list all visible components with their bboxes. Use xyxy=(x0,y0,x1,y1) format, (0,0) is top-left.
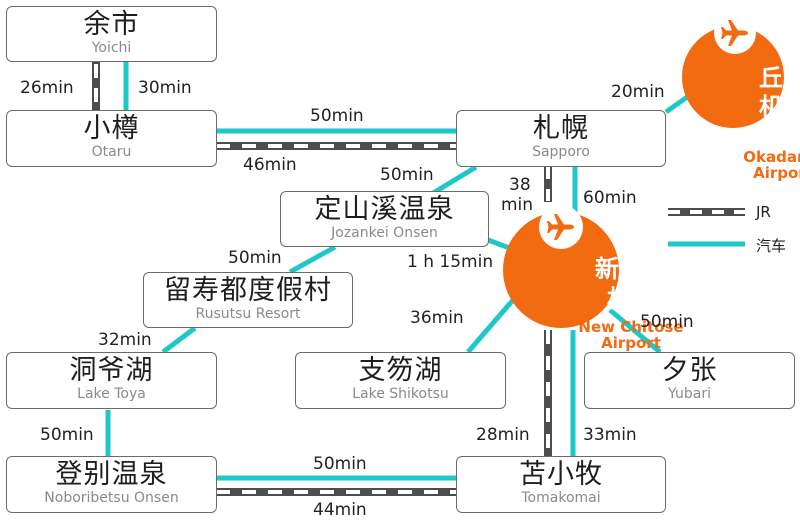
station-yubari: 夕张 Yubari xyxy=(584,352,795,409)
time-label-jozankei-rusutsu-bus: 50min xyxy=(228,248,282,268)
time-label-yoichi-otaru-bus: 30min xyxy=(138,78,192,98)
station-rusutsu: 留寿都度假村 Rusutsu Resort xyxy=(143,272,353,328)
station-name-zh: 登别温泉 xyxy=(55,459,168,490)
station-otaru: 小樽 Otaru xyxy=(6,110,217,167)
airport-newchitose: 新千岁 机场 New Chitose Airport xyxy=(491,0,683,360)
bus-route-chitose-shikotsu xyxy=(466,298,515,354)
airplane-icon xyxy=(539,205,583,249)
time-label-sapporo-jozankei-bus: 50min xyxy=(380,165,434,185)
airport-name-en-line2: Airport xyxy=(601,334,661,352)
time-label-sapporo-chitose-jr-a: 38 xyxy=(509,175,531,195)
bus-route-jozankei-rusutsu xyxy=(288,244,337,275)
newchitose-airport-marker xyxy=(503,212,619,328)
station-name-en: Jozankei Onsen xyxy=(331,225,438,241)
station-name-zh: 夕张 xyxy=(661,355,718,386)
airport-name-zh-line2: 机场 xyxy=(759,93,800,121)
airport-name-zh-line1: 新千岁 xyxy=(595,255,667,283)
station-name-zh: 苫小牧 xyxy=(519,459,603,490)
bus-route-chitose-yubari xyxy=(608,308,662,354)
station-name-en: Yubari xyxy=(668,386,711,402)
time-label-rusutsu-toya-bus: 32min xyxy=(98,330,152,350)
time-label-chitose-tomakomai-jr: 28min xyxy=(476,425,530,445)
bus-routes xyxy=(105,62,745,481)
bus-route-sapporo-okadama xyxy=(664,92,692,115)
time-label-sapporo-chitose-bus: 60min xyxy=(583,188,637,208)
legend-bus-label: 汽车 xyxy=(756,237,787,255)
airport-name-en-line1: Okadama xyxy=(743,148,800,166)
station-sapporo: 札幌 Sapporo xyxy=(456,110,666,167)
time-label-noboribetsu-tomakomai-bus: 50min xyxy=(313,454,367,474)
bus-route-rusutsu-toya xyxy=(161,326,197,354)
bus-route-sapporo-jozankei xyxy=(428,164,478,198)
station-name-zh: 支笏湖 xyxy=(358,355,443,386)
station-noboribetsu: 登别温泉 Noboribetsu Onsen xyxy=(6,456,217,513)
station-name-zh: 余市 xyxy=(83,9,140,40)
time-label-otaru-sapporo-bus: 50min xyxy=(310,106,364,126)
station-name-en: Yoichi xyxy=(91,40,132,56)
okadama-airport-marker xyxy=(682,26,784,128)
station-name-zh: 小樽 xyxy=(83,113,140,144)
station-name-en: Lake Shikotsu xyxy=(352,386,449,402)
station-name-en: Sapporo xyxy=(532,144,590,160)
station-name-en: Otaru xyxy=(91,144,132,160)
airport-name-zh-line1: 丘珠 xyxy=(759,64,800,92)
station-name-en: Noboribetsu Onsen xyxy=(44,490,179,506)
station-name-zh: 洞爷湖 xyxy=(69,355,154,386)
station-name-zh: 留寿都度假村 xyxy=(164,275,332,306)
station-toya: 洞爷湖 Lake Toya xyxy=(6,352,217,409)
legend-jr-label: JR xyxy=(756,203,771,221)
airplane-icon xyxy=(714,12,756,54)
time-label-otaru-sapporo-jr: 46min xyxy=(243,155,297,175)
jr-routes xyxy=(92,62,745,496)
time-label-chitose-yubari-bus: 50min xyxy=(640,312,694,332)
station-yoichi: 余市 Yoichi xyxy=(6,6,217,62)
time-label-yoichi-otaru-jr: 26min xyxy=(20,78,74,98)
time-label-sapporo-chitose-jr-b: min xyxy=(501,195,534,215)
station-name-en: Rusutsu Resort xyxy=(195,306,301,322)
station-name-zh: 札幌 xyxy=(533,113,589,144)
time-label-jozankei-chitose-bus: 1 h 15min xyxy=(407,252,494,272)
time-label-sapporo-okadama-bus: 20min xyxy=(611,82,665,102)
airport-name-zh-line2: 机场 xyxy=(607,285,655,313)
airport-name-en-line2: Airport xyxy=(753,164,800,182)
station-name-en: Lake Toya xyxy=(77,386,146,402)
time-label-chitose-tomakomai-bus: 33min xyxy=(583,425,637,445)
station-jozankei: 定山溪温泉 Jozankei Onsen xyxy=(280,191,489,247)
station-shikotsu: 支笏湖 Lake Shikotsu xyxy=(295,352,506,409)
time-label-chitose-shikotsu-bus: 36min xyxy=(410,308,464,328)
station-tomakomai: 苫小牧 Tomakomai xyxy=(456,456,666,513)
airport-okadama: 丘珠 机场 Okadama Airport xyxy=(683,0,800,190)
airport-name-en-line1: New Chitose xyxy=(578,318,684,336)
time-label-noboribetsu-tomakomai-jr: 44min xyxy=(313,500,367,520)
station-name-en: Tomakomai xyxy=(521,490,601,506)
time-label-toya-noboribetsu-bus: 50min xyxy=(40,425,94,445)
station-name-zh: 定山溪温泉 xyxy=(314,194,455,225)
